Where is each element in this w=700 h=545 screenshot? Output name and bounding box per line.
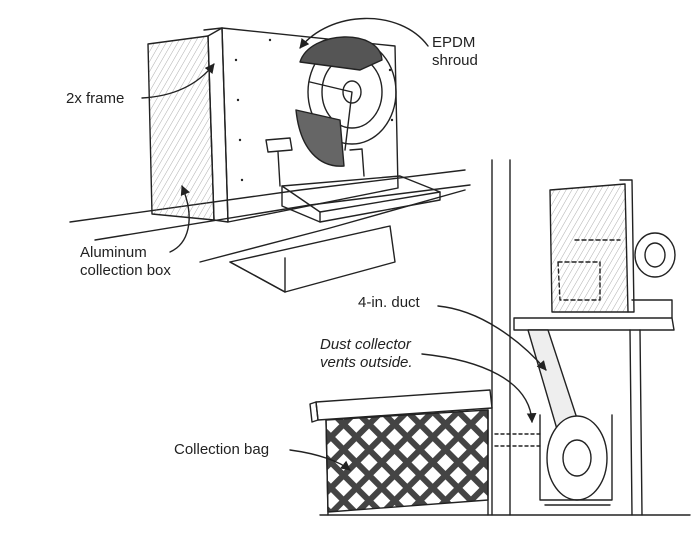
label-aluminum-collection-box: Aluminum collection box	[80, 244, 171, 279]
label-2x-frame: 2x frame	[66, 90, 125, 107]
label-epdm-shroud: EPDM shroud	[432, 34, 478, 69]
label-collection-bag: Collection bag	[174, 441, 270, 458]
miter-station	[69, 27, 471, 293]
leader-arrows	[141, 17, 547, 471]
label-4in-duct: 4-in. duct	[358, 294, 420, 311]
bag-enclosure	[309, 389, 493, 516]
label-dust-collector: Dust collector vents outside.	[320, 336, 413, 371]
